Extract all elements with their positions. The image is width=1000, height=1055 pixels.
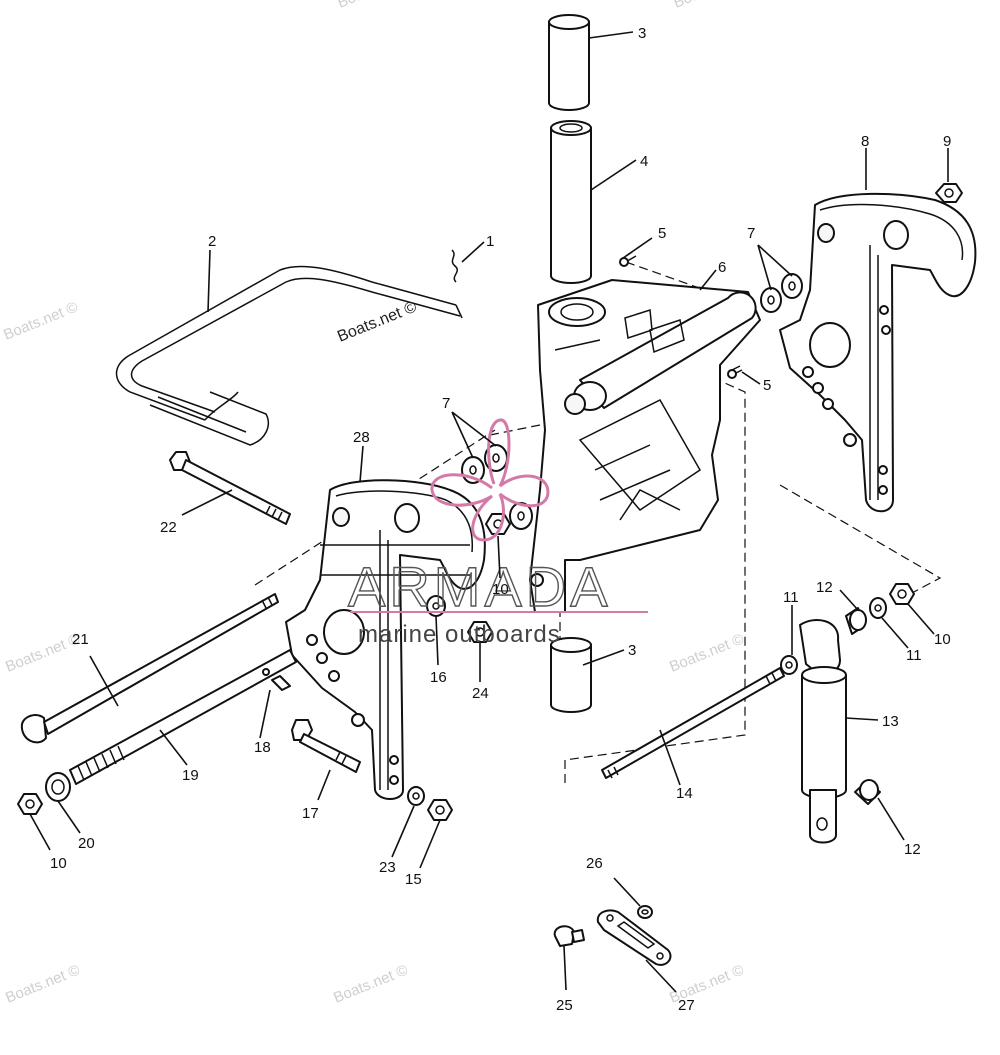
callout-17: 17 <box>302 805 319 822</box>
part-8-clamp-bracket-right <box>779 192 977 513</box>
callout-12-top: 12 <box>816 579 833 596</box>
part-15-nut <box>427 799 453 821</box>
part-19-threaded-rod <box>69 649 297 785</box>
callout-3-bottom: 3 <box>628 642 636 659</box>
callout-24: 24 <box>472 685 489 702</box>
watermark-boats-net: Boats.net © <box>1 298 80 343</box>
callout-1: 1 <box>486 233 494 250</box>
callout-4: 4 <box>640 153 648 170</box>
part-11-washer-left <box>780 655 798 675</box>
callout-28: 28 <box>353 429 370 446</box>
callout-labels: 3 4 5 6 5 1 2 7 7 8 9 28 22 10 16 24 21 … <box>50 25 951 1014</box>
callout-18: 18 <box>254 739 271 756</box>
part-18-pin <box>262 668 291 691</box>
part-24-nut <box>467 621 493 643</box>
callout-14: 14 <box>676 785 693 802</box>
part-2-bent-tube <box>115 265 463 446</box>
callout-11-left: 11 <box>783 589 799 606</box>
part-11-washer-right <box>869 597 887 619</box>
part-27-plate <box>596 909 672 966</box>
callout-16: 16 <box>430 669 447 686</box>
part-17-bolt <box>291 719 361 773</box>
callout-11-right: 11 <box>906 647 922 664</box>
part-13-trim-cylinder <box>799 619 847 844</box>
brand-title: ARMADA <box>348 555 612 618</box>
callout-23: 23 <box>379 859 396 876</box>
part-23-washer <box>407 786 425 806</box>
watermark-boats-net-inline: Boats.net © <box>335 298 419 345</box>
part-10-nut-left <box>17 793 43 815</box>
callout-15: 15 <box>405 871 422 888</box>
part-26-washer <box>637 905 653 919</box>
callout-6: 6 <box>718 259 726 276</box>
callout-26: 26 <box>586 855 603 872</box>
callout-3-top: 3 <box>638 25 646 42</box>
part-9-nut <box>935 183 963 203</box>
part-4-tube <box>550 120 592 284</box>
callout-13: 13 <box>882 713 899 730</box>
callout-9: 9 <box>943 133 951 150</box>
part-3-sleeve-bottom <box>550 637 592 713</box>
watermark-boats-net: Boats.net © <box>335 0 414 12</box>
callout-12-bottom: 12 <box>904 841 921 858</box>
callout-7-left: 7 <box>442 395 450 412</box>
callout-2: 2 <box>208 233 216 250</box>
watermark-boats-net: Boats.net © <box>3 630 82 675</box>
part-7-washers-right <box>760 273 803 313</box>
watermark-boats-net: Boats.net © <box>671 0 750 12</box>
callout-21: 21 <box>72 631 89 648</box>
part-12-bushing-top <box>845 607 867 635</box>
callout-20: 20 <box>78 835 95 852</box>
callout-10-left: 10 <box>50 855 67 872</box>
callout-10-center: 10 <box>492 581 509 598</box>
callout-22: 22 <box>160 519 177 536</box>
callout-25: 25 <box>556 997 573 1014</box>
leader-lines <box>29 31 949 993</box>
part-22-bolt <box>169 451 291 525</box>
part-21-long-bolt <box>20 593 279 744</box>
callout-27: 27 <box>678 997 695 1014</box>
brand-subtitle: marine outboards <box>358 621 561 648</box>
part-14-stud <box>601 667 785 779</box>
part-10-nut-right <box>889 583 915 605</box>
watermark-boats-net: Boats.net © <box>3 961 82 1006</box>
callout-5-top: 5 <box>658 225 666 242</box>
armada-logo-watermark: ARMADA marine outboards <box>347 418 648 648</box>
part-20-spacer <box>45 772 71 802</box>
callout-10-right: 10 <box>934 631 951 648</box>
part-5-screw-right <box>727 365 743 379</box>
callout-5-right: 5 <box>763 377 771 394</box>
callout-7-right: 7 <box>747 225 755 242</box>
part-1-clip <box>451 249 458 283</box>
part-3-sleeve-top <box>548 14 590 111</box>
callout-19: 19 <box>182 767 199 784</box>
watermark-boats-net: Boats.net © <box>667 630 746 675</box>
part-12-bushing-bottom <box>854 779 881 805</box>
part-6-swivel-bracket <box>529 279 761 613</box>
logo-swirl-icon <box>430 418 550 542</box>
watermark-boats-net: Boats.net © <box>331 961 410 1006</box>
part-25-screw <box>553 925 585 947</box>
callout-8: 8 <box>861 133 869 150</box>
